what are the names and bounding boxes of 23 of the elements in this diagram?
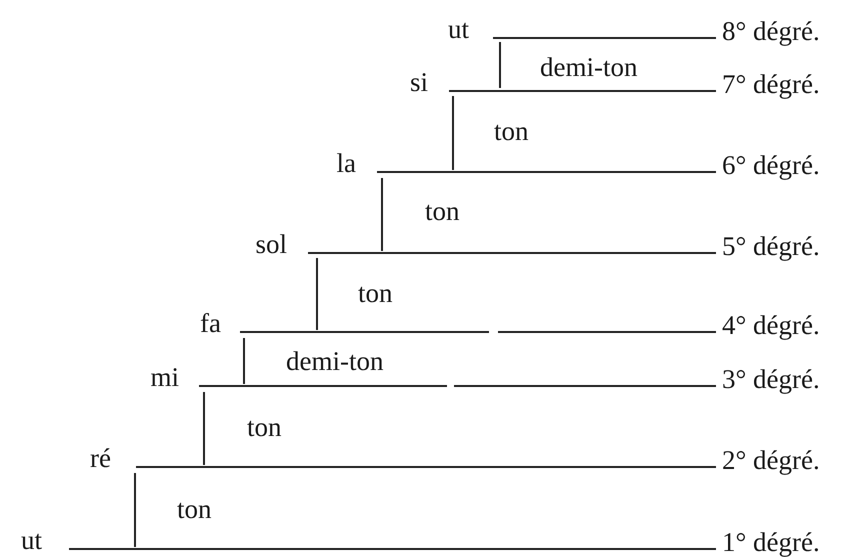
degree-label: 7° dégré. xyxy=(722,68,820,100)
degree-label: 5° dégré. xyxy=(722,230,820,262)
interval-label: ton xyxy=(358,277,393,309)
interval-label: demi-ton xyxy=(540,51,638,83)
degree-label: 2° dégré. xyxy=(722,444,820,476)
note-name: mi xyxy=(150,361,179,393)
degree-label: 1° dégré. xyxy=(722,526,820,557)
degree-label: 8° dégré. xyxy=(722,15,820,47)
degree-label: 4° dégré. xyxy=(722,309,820,341)
degree-label: 3° dégré. xyxy=(722,363,820,395)
interval-label: demi-ton xyxy=(286,345,384,377)
note-name: la xyxy=(336,147,356,179)
note-name: si xyxy=(410,66,428,98)
interval-label: ton xyxy=(247,411,282,443)
degree-label: 6° dégré. xyxy=(722,149,820,181)
note-name: ut xyxy=(20,524,42,556)
interval-label: ton xyxy=(425,195,460,227)
note-name: fa xyxy=(200,307,221,339)
interval-label: ton xyxy=(494,115,529,147)
note-name: sol xyxy=(255,228,287,260)
note-name: ut xyxy=(448,13,469,45)
interval-label: ton xyxy=(177,493,212,525)
note-name: ré xyxy=(90,442,111,474)
